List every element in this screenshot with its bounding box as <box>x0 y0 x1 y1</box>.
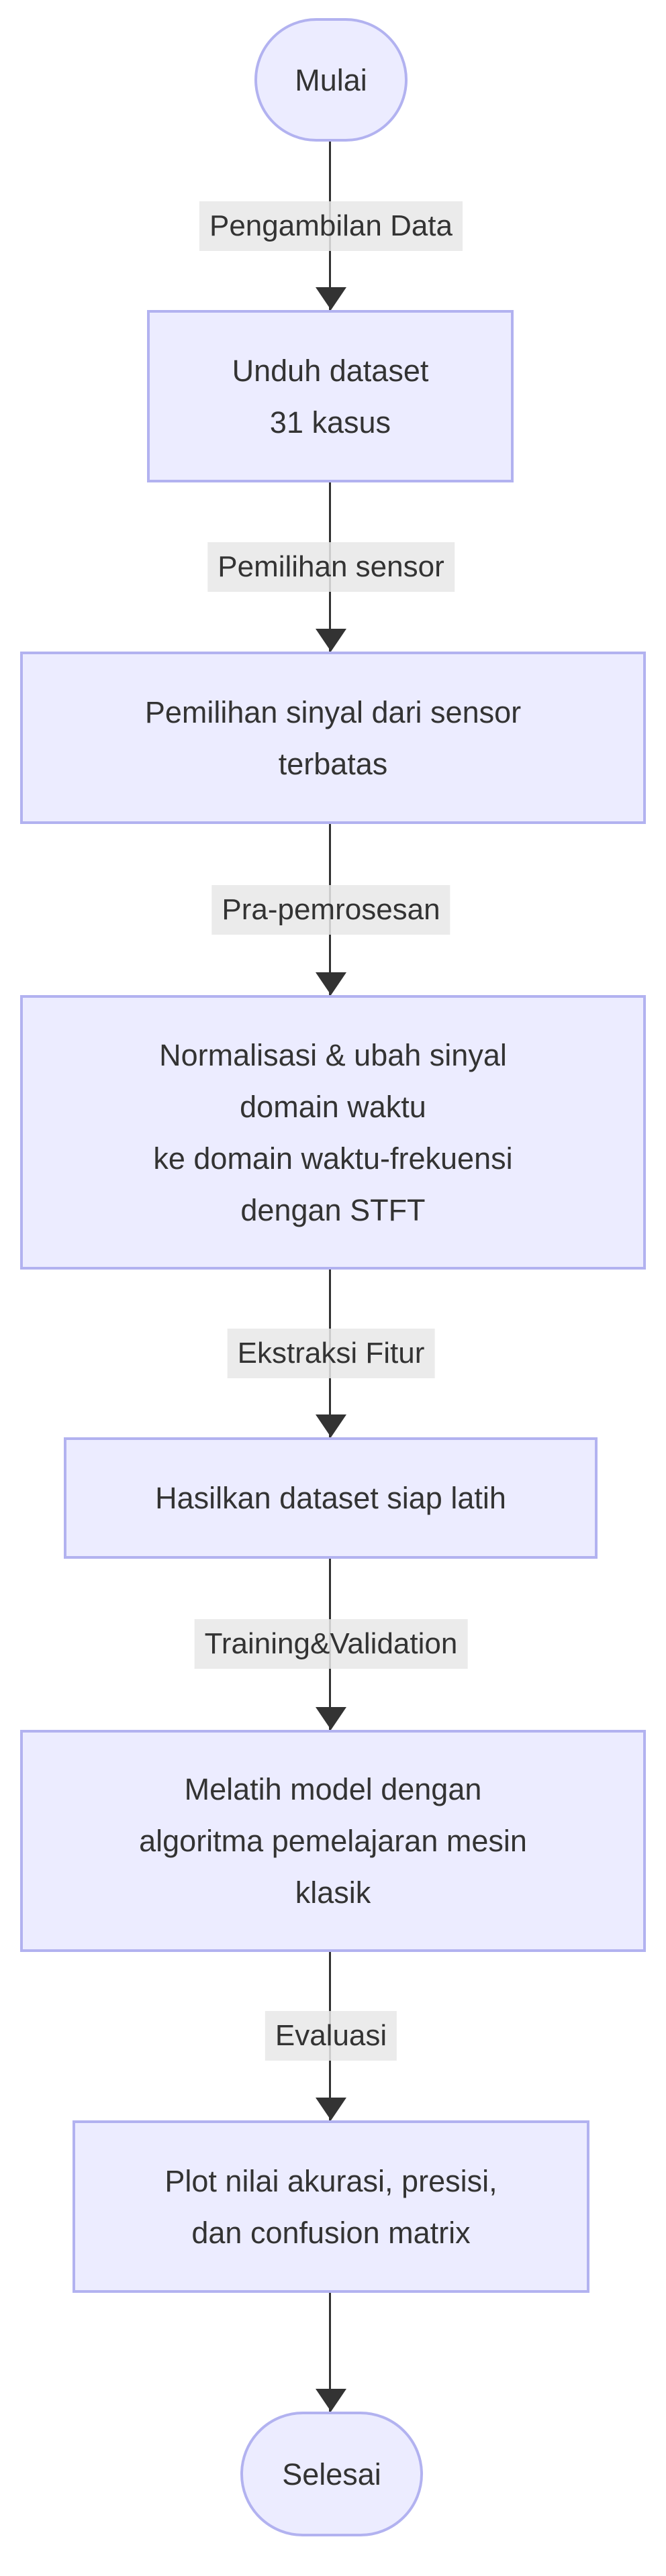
arrowhead-icon <box>316 2389 346 2412</box>
arrowhead-icon <box>316 2098 346 2120</box>
node-melatih-model: Melatih model dengan algoritma pemelajar… <box>20 1730 646 1952</box>
arrowhead-icon <box>316 1414 346 1437</box>
node-normalisasi-stft: Normalisasi & ubah sinyal domain waktu k… <box>20 995 646 1270</box>
edge-label-pengambilan-data: Pengambilan Data <box>199 201 463 251</box>
edge-label-training-validation: Training&Validation <box>194 1619 468 1669</box>
arrowhead-icon <box>316 1707 346 1730</box>
edge-label-ekstraksi-fitur: Ekstraksi Fitur <box>227 1329 435 1378</box>
edge-label-pemilihan-sensor: Pemilihan sensor <box>207 542 455 592</box>
arrow-line <box>329 2293 331 2412</box>
node-plot-evaluasi: Plot nilai akurasi, presisi, dan confusi… <box>73 2120 589 2293</box>
arrowhead-icon <box>316 629 346 652</box>
arrowhead-icon <box>316 972 346 995</box>
node-pemilihan-sinyal: Pemilihan sinyal dari sensor terbatas <box>20 652 646 824</box>
node-selesai: Selesai <box>240 2412 423 2536</box>
node-mulai: Mulai <box>254 18 408 142</box>
node-unduh-dataset: Unduh dataset 31 kasus <box>147 310 514 482</box>
edge-label-evaluasi: Evaluasi <box>265 2011 397 2061</box>
edge-label-pra-pemrosesan: Pra-pemrosesan <box>211 885 450 935</box>
arrowhead-icon <box>316 287 346 310</box>
node-hasilkan-dataset: Hasilkan dataset siap latih <box>64 1437 598 1559</box>
